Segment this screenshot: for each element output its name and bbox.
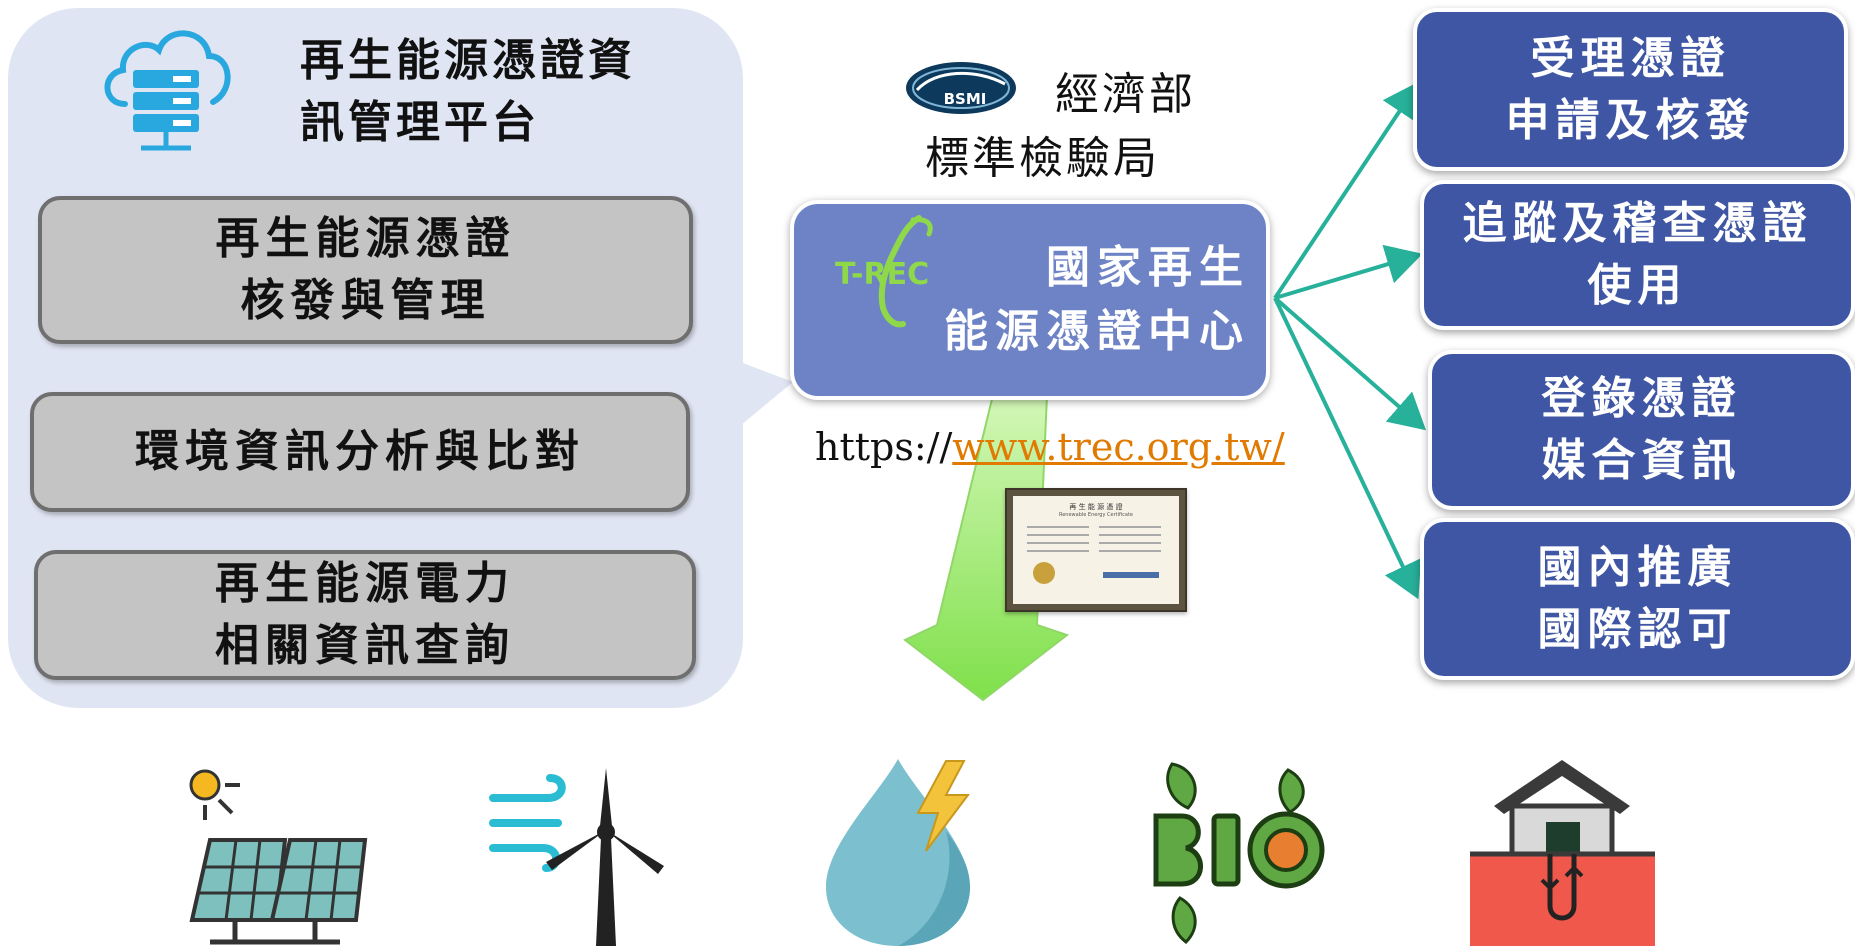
function-box-environment-analysis: 環境資訊分析與比對 bbox=[30, 392, 690, 512]
branch-arrows bbox=[1273, 81, 1427, 600]
bsmi-logo-text: BSMI bbox=[944, 90, 987, 108]
green-down-arrow bbox=[903, 395, 1070, 702]
url-prefix: https:// bbox=[815, 425, 953, 469]
wind-turbine-icon bbox=[489, 768, 664, 946]
certificate-subtitle: Renewable Energy Certificate bbox=[1058, 512, 1134, 518]
service-box-promotion: 國內推廣 國際認可 bbox=[1420, 518, 1855, 680]
trec-center-name: 國家再生 能源憑證中心 bbox=[944, 242, 1250, 357]
cloud-server-icon bbox=[104, 30, 231, 151]
trec-logo-text: T-REC bbox=[835, 257, 929, 292]
service-box-issuance: 受理憑證 申請及核發 bbox=[1413, 8, 1848, 171]
function-box-power-query: 再生能源電力 相關資訊查詢 bbox=[34, 550, 696, 680]
arrow-to-tracking bbox=[1274, 244, 1423, 300]
arrow-to-registration bbox=[1273, 296, 1427, 431]
hydro-power-icon bbox=[826, 759, 970, 946]
certificate-image: 再 生 能 源 憑 證 Renewable Energy Certificate bbox=[1005, 488, 1187, 612]
platform-title: 再生能源憑證資 訊管理平台 bbox=[300, 35, 636, 148]
solar-panel-icon bbox=[189, 769, 368, 945]
bubble-tail bbox=[735, 360, 793, 430]
bsmi-logo: BSMI bbox=[906, 62, 1016, 114]
certificate-seal-icon bbox=[1033, 562, 1055, 584]
arrow-to-promotion bbox=[1273, 297, 1422, 600]
service-box-registration: 登錄憑證 媒合資訊 bbox=[1428, 350, 1855, 510]
service-box-tracking: 追蹤及稽查憑證 使用 bbox=[1420, 180, 1855, 330]
function-box-certificate-issuance: 再生能源憑證 核發與管理 bbox=[38, 196, 693, 344]
bureau-name: 標準檢驗局 bbox=[925, 133, 1160, 184]
ministry-name: 經濟部 bbox=[1055, 69, 1196, 120]
certificate-title: 再 生 能 源 憑 證 bbox=[1069, 503, 1123, 511]
trec-center-box bbox=[790, 200, 1270, 400]
bio-energy-icon bbox=[1153, 762, 1325, 944]
geothermal-icon bbox=[1470, 760, 1655, 946]
trec-website-link[interactable]: www.trec.org.tw/ bbox=[952, 425, 1285, 469]
trec-logo: T-REC bbox=[835, 215, 933, 328]
trec-url: https://www.trec.org.tw/ bbox=[815, 425, 1285, 469]
arrow-to-issuance bbox=[1273, 81, 1420, 300]
